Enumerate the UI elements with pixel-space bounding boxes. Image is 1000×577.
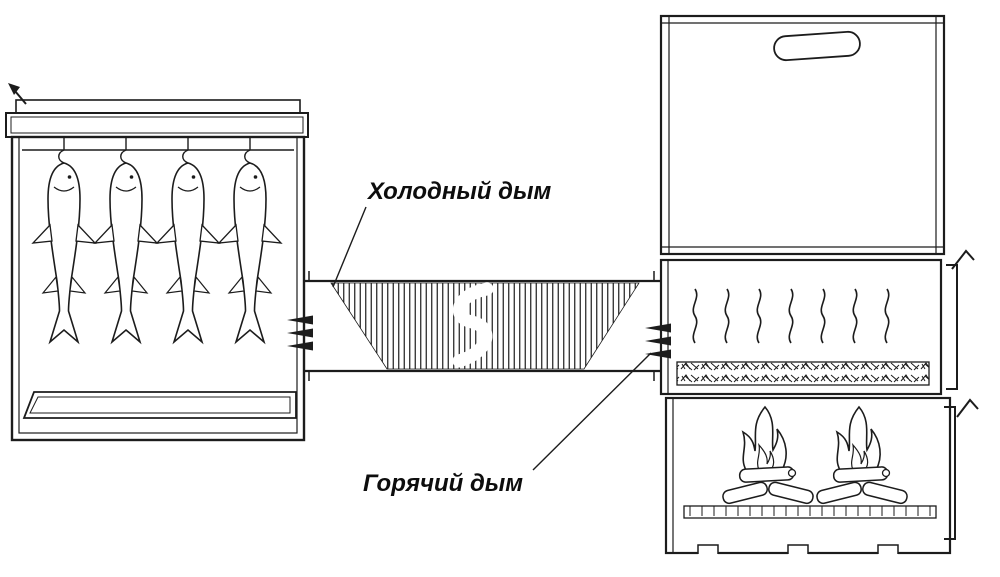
drip-tray <box>22 391 297 419</box>
hook-icon <box>58 138 251 164</box>
smoking-cabinet <box>5 83 309 442</box>
firebox <box>664 396 979 555</box>
flow-arrow-icon <box>287 328 313 338</box>
firebox-lid <box>659 14 946 256</box>
fish-icon <box>94 162 158 343</box>
firebox-unit <box>659 14 979 555</box>
wood-chips-tray <box>676 361 930 386</box>
base-notches <box>697 544 899 555</box>
flow-arrow-icon <box>645 323 671 333</box>
flow-arrow-icon <box>287 341 313 351</box>
fire-icon <box>814 406 910 506</box>
chamber-corner-mark-icon <box>951 249 975 270</box>
firebox-corner-mark-icon <box>956 398 979 418</box>
hot-smoke-leader-line <box>532 352 652 471</box>
vent-arrow-icon <box>8 83 27 105</box>
cold-smoke-label: Холодный дым <box>366 178 552 205</box>
smoke-waves <box>692 288 890 344</box>
chamber-side-bracket <box>946 264 958 390</box>
fish-icon <box>32 162 96 343</box>
smoke-flow-arrows-left <box>287 315 313 351</box>
fish-icon <box>218 162 282 343</box>
cabinet-top-plate <box>15 99 301 114</box>
flow-arrow-icon <box>645 336 671 346</box>
flow-arrow-icon <box>287 315 313 325</box>
hot-smoke-label: Горячий дым <box>363 470 523 497</box>
smoke-flow-arrows-right <box>645 323 671 359</box>
smoke-duct <box>287 271 671 381</box>
flow-arrow-icon <box>645 349 671 359</box>
cold-smoke-leader-line <box>332 206 367 288</box>
firebox-side-bracket <box>944 406 956 540</box>
duct-break-mark <box>452 282 494 368</box>
grate <box>683 505 937 519</box>
fire-icon <box>720 406 816 506</box>
lid-handle <box>773 30 861 62</box>
fish-icon <box>156 162 220 343</box>
smoke-chamber <box>659 249 975 396</box>
